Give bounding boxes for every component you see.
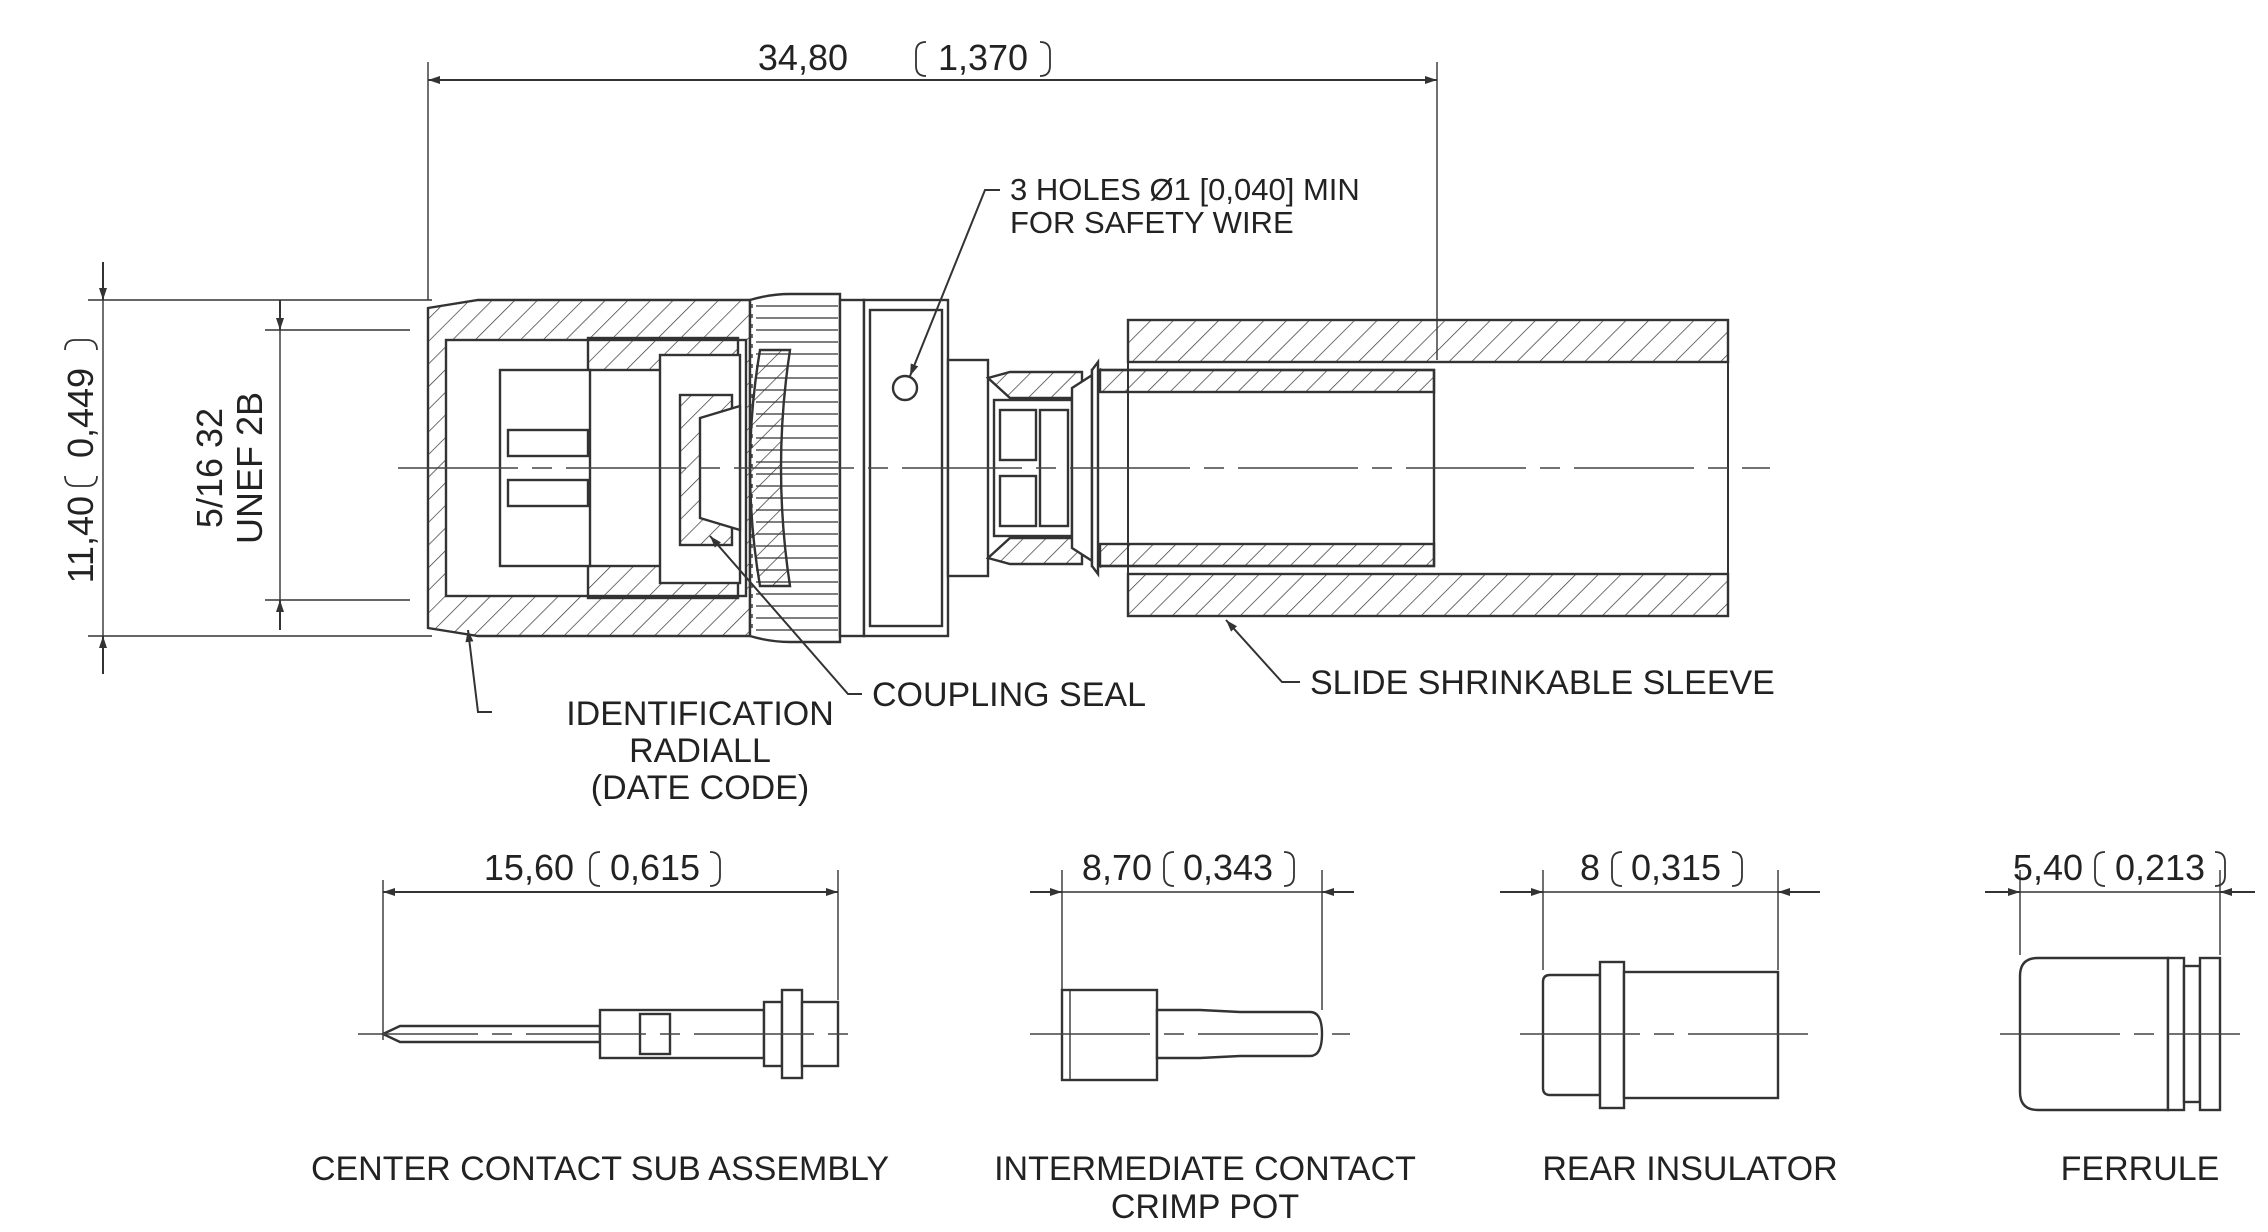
rear-insulator-label: REAR INSULATOR xyxy=(1542,1150,1837,1188)
rear-insulator-dim-inch: 0,315 xyxy=(1631,847,1721,888)
safety-wire-hole xyxy=(891,374,919,402)
diameter-dimension: 11,40 0,449 xyxy=(60,262,432,674)
safety-wire-line2: FOR SAFETY WIRE xyxy=(1010,205,1294,240)
ferrule-dim-metric: 5,40 xyxy=(2013,847,2083,888)
thread-line2: UNEF 2B xyxy=(229,392,270,544)
center-contact-dim-metric: 15,60 xyxy=(484,847,574,888)
center-contact-dim-inch: 0,615 xyxy=(610,847,700,888)
identification-line1: IDENTIFICATION xyxy=(566,695,834,733)
length-dimension: 34,80 1,370 xyxy=(427,37,1438,360)
intermediate-label-line2: CRIMP POT xyxy=(1111,1188,1299,1226)
identification-note: IDENTIFICATION RADIALL (DATE CODE) xyxy=(465,629,834,807)
diameter-inch: 0,449 xyxy=(60,368,101,458)
length-metric: 34,80 xyxy=(758,37,848,78)
coupling-nut xyxy=(426,298,752,638)
length-inch: 1,370 xyxy=(938,37,1028,78)
intermediate-label-line1: INTERMEDIATE CONTACT xyxy=(994,1150,1416,1188)
coupling-seal-callout: COUPLING SEAL xyxy=(709,535,1146,714)
intermediate-dim-metric: 8,70 xyxy=(1082,847,1152,888)
diameter-metric: 11,40 xyxy=(60,496,101,583)
identification-line2: RADIALL xyxy=(629,732,771,770)
safety-wire-note: 3 HOLES Ø1 [0,040] MIN FOR SAFETY WIRE xyxy=(909,172,1360,377)
identification-line3: (DATE CODE) xyxy=(591,769,809,807)
center-contact: 15,60 0,615 CENTER CONTACT SUB ASSEMBLY xyxy=(311,847,889,1188)
ferrule: 5,40 0,213 FERRULE xyxy=(1985,847,2255,1188)
rear-insulator: 8 0,315 REAR INSULATOR xyxy=(1500,847,1838,1188)
safety-wire-line1: 3 HOLES Ø1 [0,040] MIN xyxy=(1010,172,1360,207)
thread-dimension: 5/16 32 UNEF 2B xyxy=(189,300,410,630)
intermediate-contact: 8,70 0,343 INTERMEDIATE CONTACT CRIMP PO… xyxy=(994,847,1416,1226)
coupling-seal-label: COUPLING SEAL xyxy=(872,676,1146,714)
main-assembly: 34,80 1,370 11,40 0,449 xyxy=(60,37,1775,807)
shrinkable-sleeve xyxy=(1126,318,1730,618)
center-contact-label: CENTER CONTACT SUB ASSEMBLY xyxy=(311,1150,889,1188)
intermediate-dim-inch: 0,343 xyxy=(1183,847,1273,888)
rear-insulator-dim-metric: 8 xyxy=(1580,847,1600,888)
sleeve-label: SLIDE SHRINKABLE SLEEVE xyxy=(1310,664,1775,702)
thread-line1: 5/16 32 xyxy=(189,408,230,528)
ferrule-label: FERRULE xyxy=(2061,1150,2220,1188)
ferrule-dim-inch: 0,213 xyxy=(2115,847,2205,888)
sleeve-callout: SLIDE SHRINKABLE SLEEVE xyxy=(1225,619,1775,702)
